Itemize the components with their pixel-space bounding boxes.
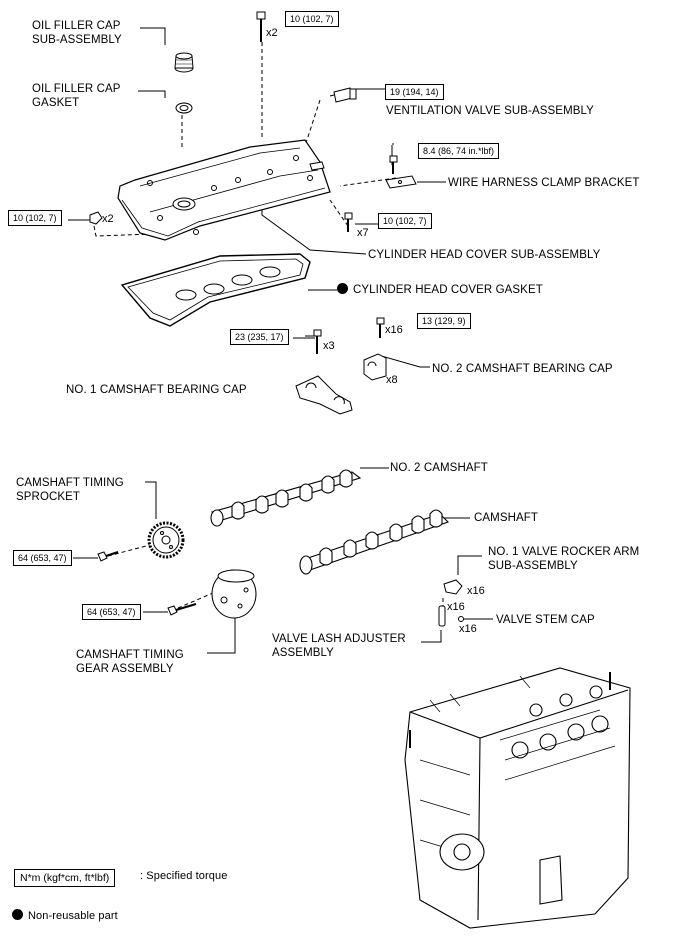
torque-no1-bearing-cap-bolt: 23 (235, 17) xyxy=(230,329,289,345)
label-no1-valve-rocker-arm: NO. 1 VALVE ROCKER ARM SUB-ASSEMBLY xyxy=(488,546,640,572)
label-valve-lash-adjuster: VALVE LASH ADJUSTER ASSEMBLY xyxy=(272,633,406,659)
torque-cover-right-bolt: 10 (102, 7) xyxy=(378,213,432,229)
no2-camshaft-drawing xyxy=(210,469,362,527)
label-oil-filler-cap: OIL FILLER CAP SUB-ASSEMBLY xyxy=(32,20,122,46)
label-cylinder-head-cover-gasket: CYLINDER HEAD COVER GASKET xyxy=(337,283,543,297)
torque-clamp-bracket-bolt: 8.4 (86, 74 in.*lbf) xyxy=(418,143,500,159)
cylinder-head-cover-drawing xyxy=(117,139,331,241)
torque-cover-left-nut: 10 (102, 7) xyxy=(8,210,62,226)
camshaft-drawing xyxy=(299,509,450,575)
label-oil-filler-cap-gasket: OIL FILLER CAP GASKET xyxy=(32,83,121,109)
qty-no1-bearing-cap-bolt: x3 xyxy=(323,340,335,352)
no1-bearing-cap-drawing xyxy=(295,329,353,415)
label-cylinder-head-cover: CYLINDER HEAD COVER SUB-ASSEMBLY xyxy=(368,249,601,261)
legend-non-reusable: Non-reusable part xyxy=(12,909,118,923)
sprocket-drawing xyxy=(147,521,185,559)
label-camshaft: CAMSHAFT xyxy=(474,512,539,524)
qty-valve-stem-cap: x16 xyxy=(459,623,477,635)
oil-filler-cap-drawing xyxy=(174,52,194,73)
label-ventilation-valve: VENTILATION VALVE SUB-ASSEMBLY xyxy=(386,105,594,117)
label-camshaft-timing-gear: CAMSHAFT TIMING GEAR ASSEMBLY xyxy=(76,649,184,675)
rocker-arm-drawing xyxy=(443,579,463,595)
qty-cover-left-nut: x2 xyxy=(102,213,114,225)
ventilation-valve-drawing xyxy=(329,87,357,103)
cover-bolts-drawing xyxy=(89,11,398,232)
label-valve-stem-cap: VALVE STEM CAP xyxy=(496,614,595,626)
torque-cover-top-bolt: 10 (102, 7) xyxy=(285,11,339,27)
torque-no2-bearing-cap-bolt: 13 (129, 9) xyxy=(417,313,471,329)
qty-cover-right-bolt: x7 xyxy=(357,227,369,239)
label-no2-camshaft: NO. 2 CAMSHAFT xyxy=(390,462,488,474)
qty-lash-adjuster: x16 xyxy=(447,601,465,613)
timing-gear-drawing xyxy=(211,569,257,619)
engine-block-drawing xyxy=(404,667,631,929)
oil-filler-cap-gasket-drawing xyxy=(175,102,193,114)
valve-stem-cap-drawing xyxy=(458,616,464,622)
legend-torque-desc: : Specified torque xyxy=(140,870,228,882)
timing-gear-bolt-drawing xyxy=(167,603,197,616)
no2-bearing-cap-drawing xyxy=(363,317,387,381)
clamp-bracket-drawing xyxy=(385,175,417,189)
qty-cover-top-bolt: x2 xyxy=(266,27,278,39)
qty-rocker-arm: x16 xyxy=(467,585,485,597)
non-reusable-legend-dot-icon xyxy=(12,909,23,920)
qty-no2-bearing-cap-bolt: x16 xyxy=(385,324,403,336)
label-no1-camshaft-bearing-cap: NO. 1 CAMSHAFT BEARING CAP xyxy=(66,384,247,396)
label-no2-camshaft-bearing-cap: NO. 2 CAMSHAFT BEARING CAP xyxy=(432,363,613,375)
label-wire-harness-clamp-bracket: WIRE HARNESS CLAMP BRACKET xyxy=(448,177,640,189)
torque-ventilation-valve: 19 (194, 14) xyxy=(385,84,444,100)
sprocket-bolt-drawing xyxy=(97,551,119,562)
torque-sprocket-bolt: 64 (653, 47) xyxy=(13,550,72,566)
legend-torque-unit: N*m (kgf*cm, ft*lbf) xyxy=(14,869,116,887)
cover-gasket-drawing xyxy=(120,253,311,327)
label-camshaft-timing-sprocket: CAMSHAFT TIMING SPROCKET xyxy=(16,477,124,503)
lash-adjuster-drawing xyxy=(438,605,446,627)
non-reusable-dot-icon xyxy=(337,283,348,294)
torque-timing-gear-bolt: 64 (653, 47) xyxy=(82,604,141,620)
qty-no2-bearing-cap: x8 xyxy=(386,374,398,386)
